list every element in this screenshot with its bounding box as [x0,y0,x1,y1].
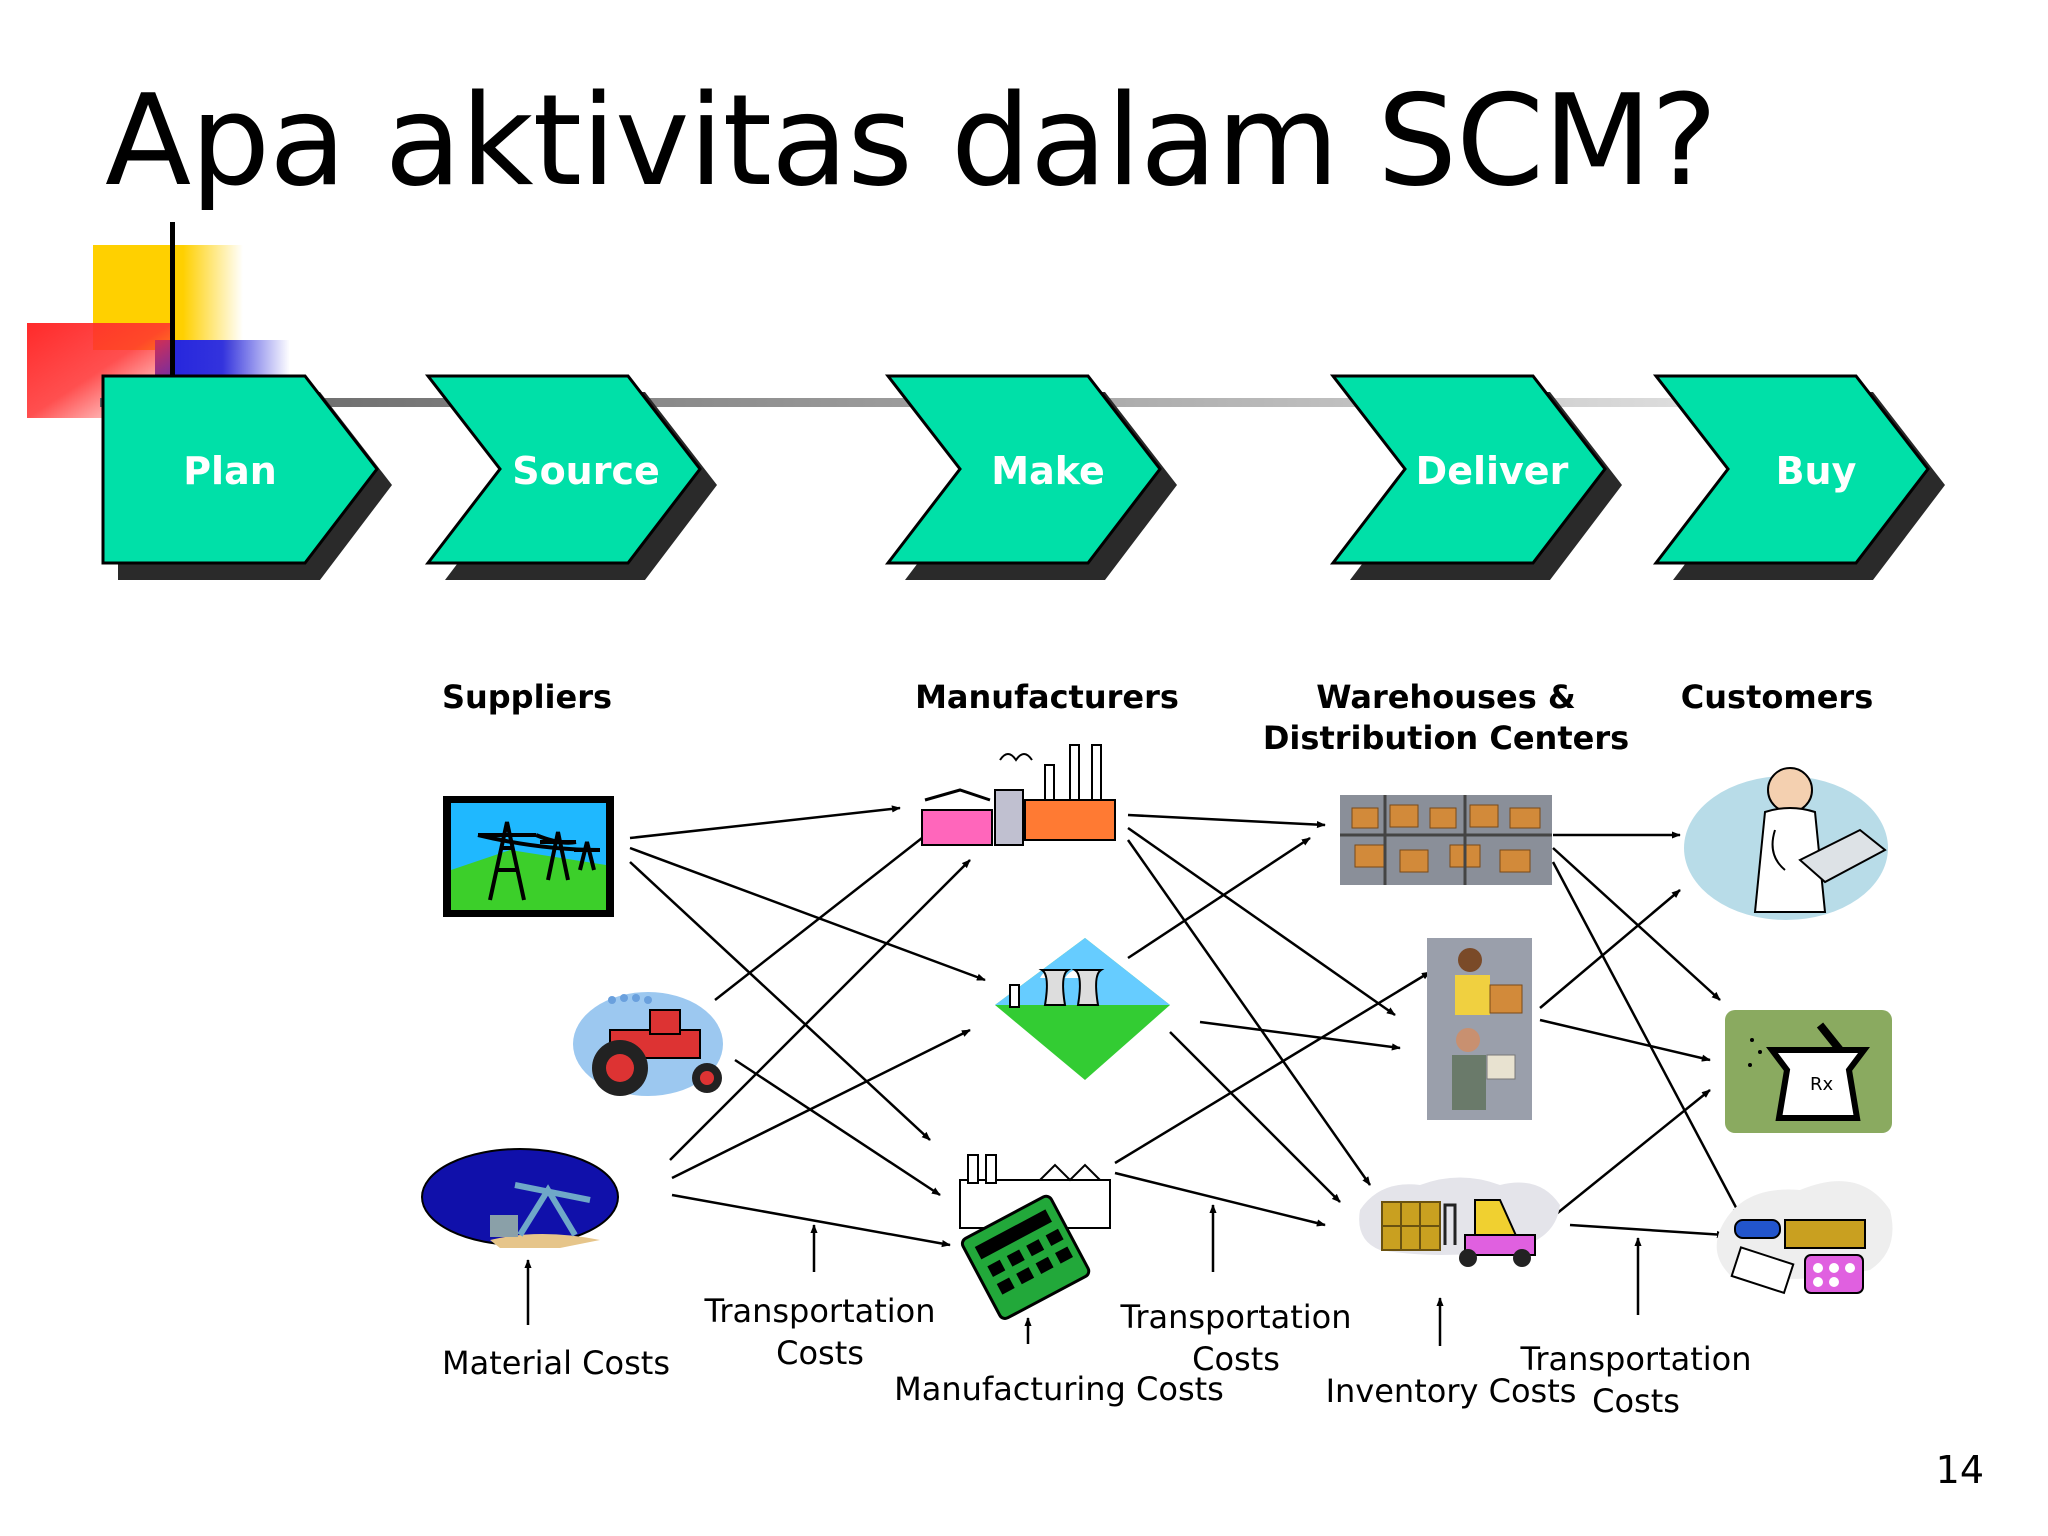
svg-text:Rx: Rx [1810,1074,1834,1095]
slide-title: Apa aktivitas dalam SCM? [105,67,1718,214]
page-number: 14 [1935,1448,1984,1492]
stage-make-label: Make [991,449,1104,493]
stage-source-label: Source [512,449,660,493]
stage-deliver: Deliver [1329,374,1622,580]
transport-costs-3-line2: Costs [1592,1382,1680,1420]
stage-buy: Buy [1652,374,1945,580]
forklift-icon [1359,1177,1560,1267]
tractor-icon [573,992,723,1096]
heading-suppliers: Suppliers [442,678,612,716]
stage-deliver-label: Deliver [1416,449,1569,493]
stage-plan-label: Plan [183,449,277,493]
pharmacy-mortar-icon: Rx [1725,1010,1892,1133]
transport-costs-1-line2: Costs [776,1334,864,1372]
inventory-costs-label: Inventory Costs [1326,1372,1577,1410]
power-lines-icon [443,796,614,917]
stage-source: Source [424,374,717,580]
flow-arrows [524,805,1742,1346]
medicine-icon [1716,1181,1893,1295]
doctor-icon [1684,767,1888,920]
heading-warehouses-line1: Warehouses & [1316,678,1576,716]
heading-warehouses-line2: Distribution Centers [1263,719,1629,757]
factory-icon [921,744,1116,846]
stage-make: Make [884,374,1177,580]
heading-customers: Customers [1681,678,1873,716]
heading-manufacturers: Manufacturers [915,678,1179,716]
stage-plan: Plan [101,374,392,580]
transport-costs-3-line1: Transportation [1519,1340,1751,1378]
manufacturing-costs-label: Manufacturing Costs [894,1370,1224,1408]
workers-boxes-icon [1427,938,1532,1120]
transport-costs-2-line1: Transportation [1119,1298,1351,1336]
transport-costs-1-line1: Transportation [703,1292,935,1330]
power-plant-icon [995,938,1170,1080]
transport-costs-2-line2: Costs [1192,1340,1280,1378]
oil-pump-icon [421,1148,619,1248]
factory-calculator-icon [959,1154,1111,1320]
stage-buy-label: Buy [1776,449,1857,493]
material-costs-label: Material Costs [442,1344,670,1382]
warehouse-shelves-icon [1340,795,1552,885]
